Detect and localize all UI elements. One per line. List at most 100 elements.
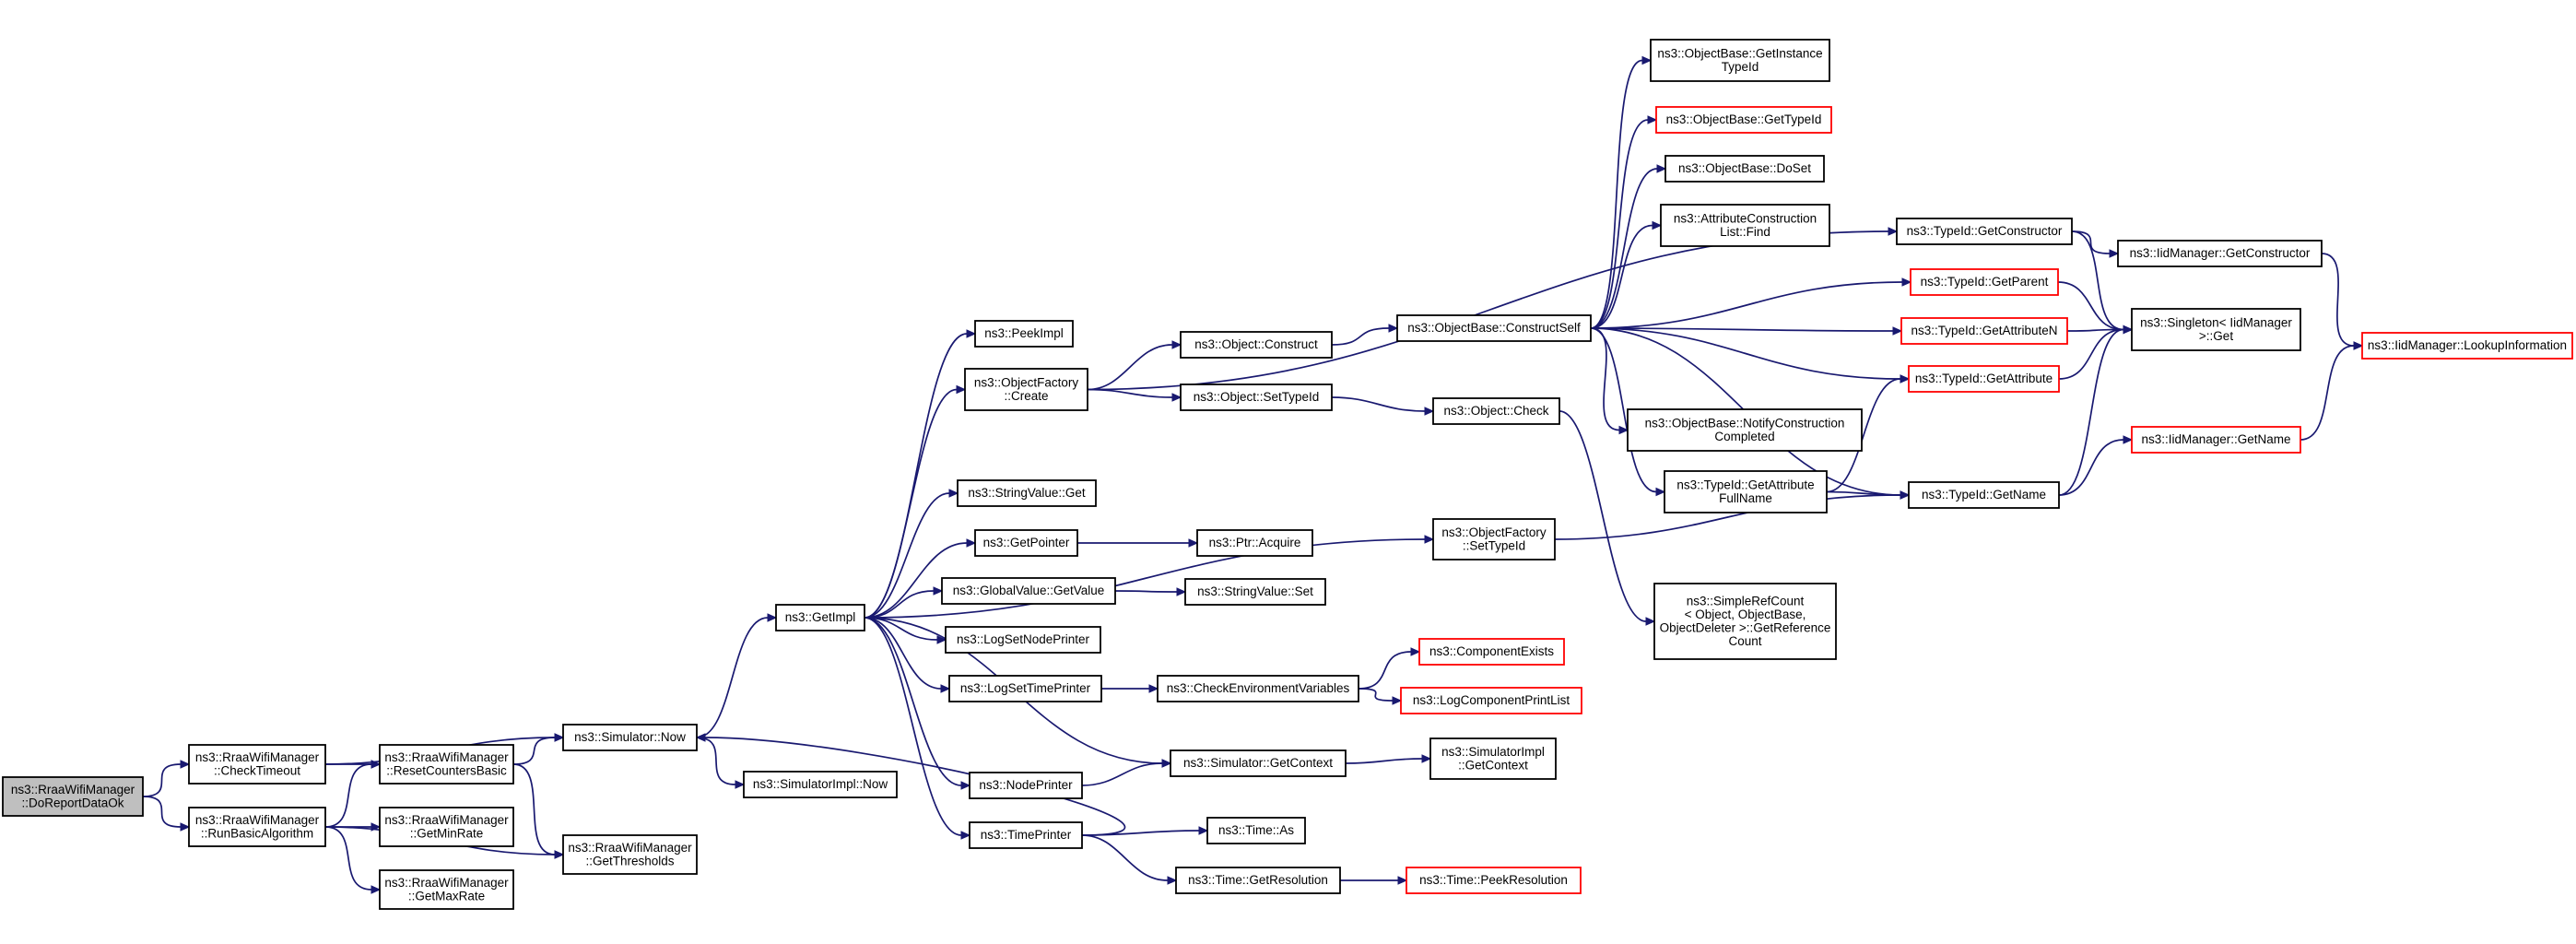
function-node-iid-get-constructor[interactable]: ns3::IidManager::GetConstructor: [2117, 240, 2323, 267]
function-node-get-max-rate[interactable]: ns3::RraaWifiManager::GetMaxRate: [379, 869, 514, 910]
function-node-iid-lookup[interactable]: ns3::IidManager::LookupInformation: [2361, 332, 2573, 360]
edge-line: [1331, 396, 1426, 412]
call-edge: [1590, 277, 1912, 329]
node-box: [1396, 314, 1592, 342]
function-node-peek-impl[interactable]: ns3::PeekImpl: [974, 320, 1074, 348]
call-edge: [696, 737, 746, 789]
node-label: ns3::Simulator::Now: [574, 730, 686, 744]
function-node-sim-get-context[interactable]: ns3::Simulator::GetContext: [1170, 749, 1347, 777]
edge-arrowhead: [1397, 876, 1408, 885]
call-edge: [1077, 538, 1199, 548]
node-box: [974, 320, 1074, 348]
edge-arrowhead: [371, 760, 382, 769]
call-edge: [1087, 388, 1182, 402]
function-node-time-printer[interactable]: ns3::TimePrinter: [969, 821, 1083, 849]
node-label: ns3::AttributeConstruction: [1674, 211, 1817, 225]
function-node-check-timeout[interactable]: ns3::RraaWifiManager::CheckTimeout: [188, 744, 326, 785]
edge-arrowhead: [1198, 826, 1209, 835]
node-label: ns3::Object::Check: [1443, 404, 1548, 418]
edge-line: [1345, 758, 1423, 764]
function-node-iid-get-name[interactable]: ns3::IidManager::GetName: [2131, 426, 2301, 454]
function-node-simple-ref-count[interactable]: ns3::SimpleRefCount< Object, ObjectBase,…: [1653, 583, 1837, 660]
edge-line: [1590, 281, 1903, 329]
edge-line: [1590, 224, 1653, 329]
function-node-tid-get-name[interactable]: ns3::TypeId::GetName: [1908, 481, 2060, 509]
node-label: ns3::TimePrinter: [981, 828, 1072, 842]
function-node-time-get-res[interactable]: ns3::Time::GetResolution: [1175, 867, 1341, 894]
edge-arrowhead: [1424, 535, 1435, 544]
function-node-str-val-get[interactable]: ns3::StringValue::Get: [957, 479, 1097, 507]
function-node-of-set-type-id[interactable]: ns3::ObjectFactory::SetTypeId: [1432, 518, 1556, 560]
edge-arrowhead: [2123, 435, 2134, 444]
function-node-get-pointer[interactable]: ns3::GetPointer: [974, 529, 1078, 557]
function-node-ob-notify[interactable]: ns3::ObjectBase::NotifyConstructionCompl…: [1627, 408, 1863, 452]
function-node-log-set-time[interactable]: ns3::LogSetTimePrinter: [948, 675, 1102, 702]
function-node-of-create[interactable]: ns3::ObjectFactory::Create: [964, 368, 1088, 411]
call-edge: [2057, 281, 2134, 335]
function-node-obj-construct[interactable]: ns3::Object::Construct: [1180, 331, 1333, 359]
function-node-time-as[interactable]: ns3::Time::As: [1206, 817, 1306, 844]
function-node-sim-impl-now[interactable]: ns3::SimulatorImpl::Now: [743, 771, 898, 798]
node-label: ns3::RraaWifiManager: [384, 876, 509, 890]
function-node-sim-now[interactable]: ns3::Simulator::Now: [562, 724, 698, 751]
call-edge: [864, 535, 1435, 619]
function-node-log-comp-print[interactable]: ns3::LogComponentPrintList: [1400, 687, 1582, 714]
node-label: ::CheckTimeout: [214, 763, 300, 777]
node-box: [1653, 583, 1837, 660]
edge-line: [1114, 590, 1178, 593]
function-node-node-printer[interactable]: ns3::NodePrinter: [969, 772, 1083, 799]
function-node-obj-check[interactable]: ns3::Object::Check: [1432, 397, 1560, 425]
call-edge: [1590, 164, 1667, 329]
function-node-time-peek-res[interactable]: ns3::Time::PeekResolution: [1406, 867, 1582, 894]
function-node-comp-exists[interactable]: ns3::ComponentExists: [1418, 638, 1565, 666]
edge-arrowhead: [1148, 684, 1159, 693]
function-node-tid-get-attr-n[interactable]: ns3::TypeId::GetAttributeN: [1900, 317, 2068, 345]
call-edge: [1590, 327, 1666, 497]
function-node-ob-construct-self[interactable]: ns3::ObjectBase::ConstructSelf: [1396, 314, 1592, 342]
function-node-obj-set-type-id[interactable]: ns3::Object::SetTypeId: [1180, 384, 1333, 411]
call-edge: [2058, 324, 2134, 380]
function-node-gv-get-value[interactable]: ns3::GlobalValue::GetValue: [941, 577, 1116, 605]
node-box: [1400, 687, 1582, 714]
edge-line: [2321, 253, 2355, 347]
node-label: ns3::LogSetTimePrinter: [960, 681, 1091, 695]
function-node-ob-do-set[interactable]: ns3::ObjectBase::DoSet: [1664, 155, 1825, 183]
function-node-get-impl[interactable]: ns3::GetImpl: [775, 604, 865, 631]
node-box: [1660, 204, 1830, 247]
edge-line: [2058, 328, 2124, 496]
edge-line: [324, 826, 372, 891]
node-label: ns3::Time::As: [1218, 823, 1294, 837]
edge-line: [864, 590, 935, 619]
node-label: ns3::IidManager::GetName: [2141, 432, 2290, 446]
edge-line: [2057, 281, 2124, 331]
function-node-tid-get-parent[interactable]: ns3::TypeId::GetParent: [1910, 268, 2059, 296]
function-node-ob-get-type-id[interactable]: ns3::ObjectBase::GetTypeId: [1655, 106, 1832, 134]
edge-line: [696, 617, 769, 738]
function-node-ptr-acquire[interactable]: ns3::Ptr::Acquire: [1196, 529, 1313, 557]
function-node-sim-impl-get-ctx[interactable]: ns3::SimulatorImpl::GetContext: [1429, 738, 1557, 780]
call-edge: [864, 538, 977, 619]
function-node-singleton-get[interactable]: ns3::Singleton< IidManager>::Get: [2131, 308, 2301, 351]
function-node-tid-get-constructor[interactable]: ns3::TypeId::GetConstructor: [1896, 218, 2073, 245]
function-node-run-basic[interactable]: ns3::RraaWifiManager::RunBasicAlgorithm: [188, 807, 326, 847]
edge-arrowhead: [1901, 277, 1912, 287]
function-node-root[interactable]: ns3::RraaWifiManager::DoReportDataOk: [2, 776, 144, 817]
function-node-check-env[interactable]: ns3::CheckEnvironmentVariables: [1157, 675, 1359, 702]
node-label: ::SetTypeId: [1463, 538, 1525, 552]
edge-arrowhead: [960, 831, 971, 840]
node-box: [1180, 331, 1333, 359]
function-node-reset-counters[interactable]: ns3::RraaWifiManager::ResetCountersBasic: [379, 744, 514, 785]
edge-line: [1358, 688, 1394, 702]
function-node-get-min-rate[interactable]: ns3::RraaWifiManager::GetMinRate: [379, 807, 514, 847]
node-label: ns3::ComponentExists: [1429, 644, 1554, 658]
function-node-str-val-set[interactable]: ns3::StringValue::Set: [1184, 578, 1326, 606]
edge-line: [1590, 327, 1657, 493]
function-node-log-set-node[interactable]: ns3::LogSetNodePrinter: [945, 626, 1101, 654]
function-node-get-thresholds[interactable]: ns3::RraaWifiManager::GetThresholds: [562, 834, 698, 875]
function-node-tid-get-attr[interactable]: ns3::TypeId::GetAttribute: [1908, 365, 2060, 393]
call-edge: [1590, 55, 1653, 329]
node-label: ns3::RraaWifiManager: [195, 813, 320, 827]
